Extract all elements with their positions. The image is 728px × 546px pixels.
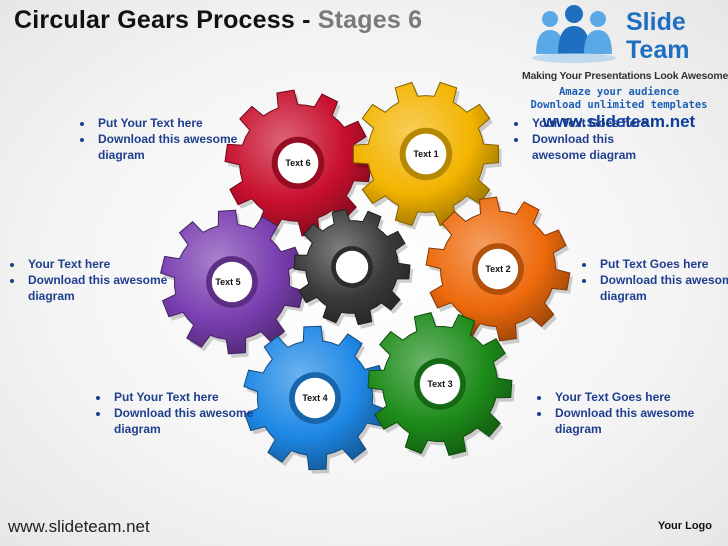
bullet-item: Download this awesome diagram: [551, 405, 701, 437]
logo-word-team: Team: [626, 36, 689, 64]
title-main: Circular Gears Process -: [14, 6, 318, 34]
gear-label: Text 2: [485, 264, 510, 274]
bullet-item: Download this awesome diagram: [110, 405, 270, 437]
bullet-item: Put Your Text here: [94, 115, 254, 131]
gear-label: Text 5: [215, 277, 240, 287]
gear-label: Text 3: [427, 379, 452, 389]
slide-title: Circular Gears Process - Stages 6: [14, 6, 422, 35]
bullet-item: Put Text Goes here: [596, 256, 728, 272]
gear-center: [293, 208, 413, 329]
promo-line-1: Amaze your audience: [558, 86, 680, 98]
bullet-item: Your Text here: [24, 256, 174, 272]
gear-hole: [477, 248, 519, 290]
gear-label: Text 1: [413, 149, 438, 159]
bullet-item: Download this awesome diagram: [528, 131, 668, 163]
gear-label: Text 6: [285, 158, 310, 168]
gear-label: Text 4: [302, 393, 327, 403]
gear-text-2: Text 2: [425, 196, 573, 345]
gear-hole: [405, 133, 447, 175]
footer-url[interactable]: www.slideteam.net: [8, 517, 150, 536]
footer-logo: Your Logo: [657, 520, 712, 532]
bullet-item: Your Text Goes here: [528, 115, 668, 131]
slideteam-logo: Slide Team: [532, 5, 689, 64]
gear-hole: [294, 377, 336, 419]
gear-text-6: Text 6: [224, 89, 374, 240]
bullets-top-right: Your Text Goes here Download this awesom…: [508, 115, 668, 163]
bullet-item: Download this awesome diagram: [596, 272, 728, 304]
bullets-bottom-left: Put Your Text here Download this awesome…: [90, 389, 270, 437]
promo-url[interactable]: www.slideteam.net: [542, 112, 696, 131]
bullet-item: Your Text Goes here: [551, 389, 701, 405]
logo-tagline: Making Your Presentations Look Awesome: [522, 70, 728, 82]
title-stages: Stages 6: [317, 6, 423, 34]
bullets-top-left: Put Your Text here Download this awesome…: [74, 115, 254, 163]
bullet-item: Download this awesome diagram: [94, 131, 254, 163]
gear-text-3: Text 3: [367, 312, 515, 460]
gear-hole: [335, 250, 369, 284]
bullet-item: Put Your Text here: [110, 389, 270, 405]
gear-hole: [211, 261, 253, 303]
promo-block: Amaze your audience Download unlimited t…: [515, 86, 723, 132]
logo-word-slide: Slide: [626, 8, 686, 36]
gear-hole: [277, 142, 319, 184]
promo-line-2: Download unlimited templates: [530, 99, 708, 111]
gear-text-5: Text 5: [160, 209, 307, 358]
bullets-mid-left: Your Text here Download this awesome dia…: [4, 256, 174, 304]
people-icon: [532, 5, 616, 63]
bullets-mid-right: Put Text Goes here Download this awesome…: [576, 256, 728, 304]
bullet-item: Download this awesome diagram: [24, 272, 174, 304]
gear-text-4: Text 4: [243, 325, 390, 474]
gear-text-1: Text 1: [353, 81, 502, 230]
bullets-bottom-right: Your Text Goes here Download this awesom…: [531, 389, 701, 437]
gear-hole: [419, 363, 461, 405]
